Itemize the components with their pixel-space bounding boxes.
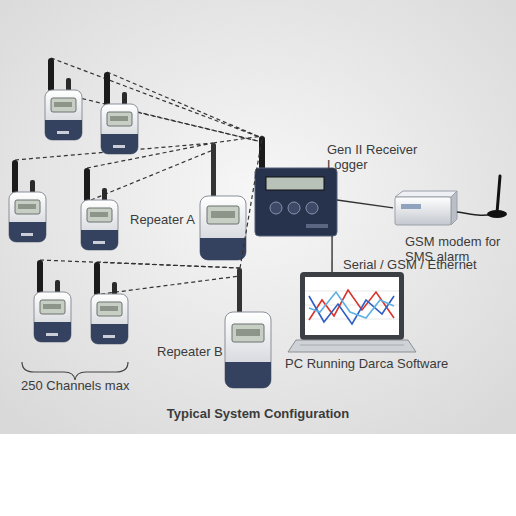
repeater-band (225, 362, 271, 374)
device-label: Repeater A (130, 212, 195, 227)
laptop-base (288, 340, 416, 352)
modem-top (395, 191, 457, 197)
radio-link (101, 276, 240, 294)
transmitter (34, 260, 71, 342)
radio-links (15, 58, 262, 294)
radio-link (240, 136, 262, 268)
radio-link (40, 260, 240, 268)
receiver-logger: Gen II Receiver Logger (255, 136, 337, 236)
keyboard-line (300, 345, 404, 346)
pc-laptop: PC Running Darca Software (288, 272, 416, 352)
transmitter (91, 262, 128, 344)
repeater-lcd (207, 206, 239, 224)
repeater-band (200, 238, 246, 260)
modem-side (451, 191, 457, 225)
repeater: Repeater A (198, 143, 248, 261)
repeater-band (225, 362, 271, 388)
connection-label: Serial / GSM / Ethernet (343, 257, 477, 272)
transmitter (9, 160, 46, 242)
repeater-body (225, 312, 271, 388)
device-label: PC Running Darca Software (285, 356, 448, 371)
receiver-button (270, 202, 282, 214)
chart-line (309, 290, 394, 320)
group-brace (22, 362, 128, 380)
antenna-base (487, 210, 507, 218)
receiver-body (255, 168, 337, 236)
chart-line (309, 292, 394, 318)
repeater-antenna (237, 268, 242, 314)
group-label: 250 Channels max (21, 378, 129, 393)
lcd-digits (211, 211, 235, 218)
receiver-antenna (259, 136, 265, 172)
repeater-antenna (211, 143, 216, 199)
receiver-button (306, 202, 318, 214)
radio-link (55, 92, 262, 142)
modem-antenna (497, 176, 500, 213)
grid-line (305, 291, 399, 292)
screen-area (305, 277, 399, 335)
radio-link (97, 262, 240, 268)
radio-link (91, 150, 213, 200)
device-label: Repeater B (157, 344, 223, 359)
repeater-body (200, 196, 246, 260)
receiver-button (288, 202, 300, 214)
modem-detail (401, 204, 421, 209)
gsm-modem: GSM modem for SMS alarm (393, 191, 459, 227)
transmitter (45, 58, 82, 140)
logo-strip (306, 224, 328, 228)
laptop-screen (300, 272, 404, 340)
diagram-caption: Typical System Configuration (0, 406, 516, 421)
repeater-lcd (232, 324, 264, 342)
background-panel (0, 0, 516, 434)
cable-link (337, 200, 393, 208)
grid-line (305, 319, 399, 320)
modem-body (395, 197, 451, 225)
cable-link (331, 236, 332, 272)
lcd-digits (236, 329, 260, 336)
radio-link (213, 136, 262, 143)
receiver-lcd (266, 177, 324, 190)
device-label: Gen II Receiver Logger (327, 142, 427, 172)
transmitter (101, 72, 138, 154)
antenna-cable (457, 212, 492, 215)
radio-link (51, 58, 262, 138)
transmitter (81, 168, 118, 250)
repeater: Repeater B (223, 268, 273, 390)
repeater-band (200, 238, 246, 248)
